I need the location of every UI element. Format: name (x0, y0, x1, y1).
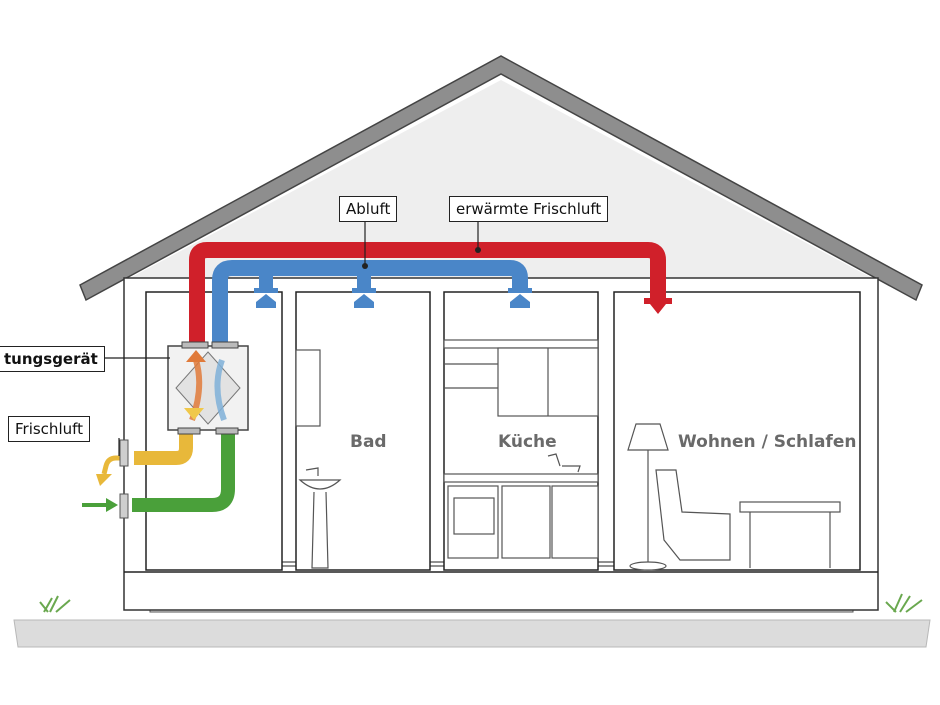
living-fixtures (627, 423, 841, 571)
ventilation-unit (167, 341, 249, 435)
label-ventilation-unit: tungsgerät (0, 346, 105, 372)
supply-outlet-arrow (644, 298, 672, 314)
bathroom-fixtures (295, 349, 342, 569)
intake-duct (132, 432, 235, 512)
room-label-bad: Bad (350, 432, 387, 452)
room-label-kueche: Küche (498, 432, 557, 452)
room-label-wohnen: Wohnen / Schlafen (678, 432, 857, 452)
door-gaps (282, 561, 614, 567)
exhaust-grille (119, 439, 129, 467)
exhaust-duct (134, 432, 193, 465)
intake-grille (119, 493, 129, 519)
exhaust-arrow (96, 474, 112, 486)
label-frischluft: Frischluft (8, 416, 91, 442)
attic-fill (130, 80, 872, 278)
grass (39, 593, 923, 613)
roof (79, 55, 923, 302)
supply-duct (189, 242, 666, 348)
callout-leaders (103, 218, 479, 456)
intake-arrow (106, 498, 118, 512)
room-technik (145, 291, 283, 571)
kitchen-fixtures (443, 339, 599, 559)
label-erwaermte-frischluft: erwärmte Frischluft (449, 196, 609, 222)
ground (13, 619, 931, 648)
label-abluft: Abluft (339, 196, 398, 222)
extract-grilles (254, 288, 532, 308)
